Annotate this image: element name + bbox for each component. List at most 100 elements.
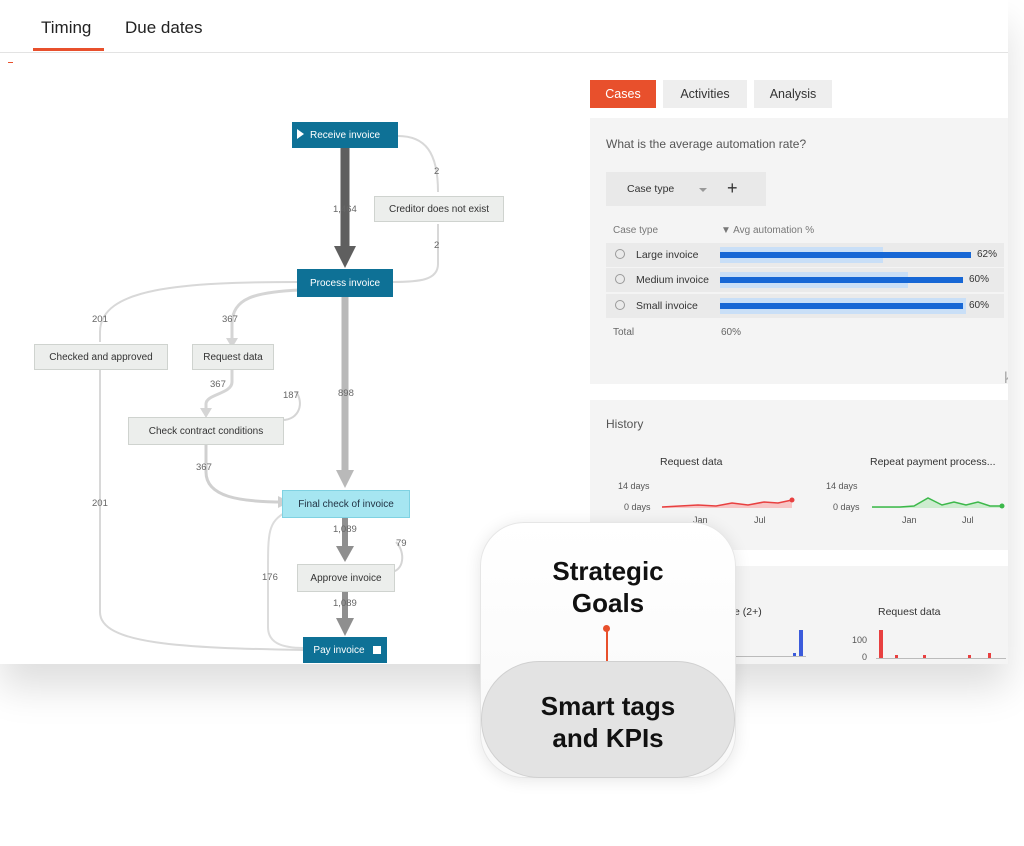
- column-header-case-type: Case type: [613, 225, 659, 236]
- arrowhead-icon: [226, 338, 238, 348]
- edge-receive-creditor: [397, 135, 439, 193]
- edge-label: 2: [434, 240, 440, 251]
- history-sparkline-repeat-payment: [872, 497, 1005, 509]
- total-label: Total: [613, 327, 635, 338]
- edge-label: 187: [283, 390, 299, 401]
- node-label: Checked and approved: [49, 351, 153, 363]
- row-value: 60%: [969, 274, 990, 285]
- node-final-check-of-invoice[interactable]: Final check of invoice: [282, 490, 410, 518]
- edge-label: 1,089: [333, 598, 357, 609]
- bar-mark: [879, 630, 883, 658]
- arrowhead-icon: [336, 470, 354, 488]
- edge-creditor-process: [391, 224, 439, 283]
- edge-contract-loop: [281, 391, 301, 421]
- top-tab-bar: Timing Due dates: [0, 0, 1008, 53]
- edge-request-contract: [204, 370, 234, 412]
- node-label: Final check of invoice: [298, 498, 394, 510]
- table-row[interactable]: Large invoice 62%: [606, 243, 1004, 267]
- axis-line: [876, 658, 1006, 659]
- node-request-data[interactable]: Request data: [192, 344, 274, 370]
- connector-line: [606, 626, 608, 673]
- node-label: Receive invoice: [309, 129, 381, 141]
- callout-bottom: Smart tags and KPIs: [481, 661, 735, 778]
- mini-chart-title: e (2+): [734, 606, 762, 618]
- edge-process-checked: [99, 281, 301, 342]
- x-tick-label: Jul: [962, 515, 974, 525]
- x-tick-label: Jul: [754, 515, 766, 525]
- magnifier-icon[interactable]: [615, 249, 625, 259]
- edge-process-request: [230, 288, 301, 342]
- node-label: Request data: [203, 351, 263, 363]
- edge-label: 898: [338, 388, 354, 399]
- node-label: Approve invoice: [310, 572, 382, 584]
- magnifier-icon[interactable]: [615, 274, 625, 284]
- question-text: What is the average automation rate?: [606, 137, 807, 151]
- node-receive-invoice[interactable]: Receive invoice: [292, 122, 398, 148]
- tab-due-dates[interactable]: Due dates: [125, 18, 203, 37]
- tab-timing[interactable]: Timing: [41, 18, 92, 37]
- node-label: Creditor does not exist: [388, 203, 490, 215]
- callout-top-line: Strategic: [552, 556, 664, 586]
- automation-bar: [720, 277, 963, 283]
- edge-label: 1,464: [333, 204, 357, 215]
- connector-dot: [603, 625, 610, 632]
- edge-checked-pay: [99, 370, 306, 651]
- y-tick-label: 14 days: [618, 481, 650, 491]
- edge-contract-final: [204, 444, 285, 504]
- arrowhead-icon: [334, 246, 356, 268]
- bar-mark: [799, 630, 803, 656]
- bar-mark: [923, 655, 926, 658]
- cutoff-glyph: k: [1004, 370, 1008, 387]
- plus-icon[interactable]: +: [727, 178, 738, 198]
- arrowhead-icon: [200, 408, 212, 418]
- magnifier-icon[interactable]: [615, 300, 625, 310]
- edge-label: 367: [222, 314, 238, 325]
- automation-bar: [720, 303, 963, 309]
- row-label: Small invoice: [636, 300, 698, 312]
- callout-top-text: Strategic Goals: [481, 555, 735, 619]
- node-label: Check contract conditions: [148, 425, 264, 437]
- node-check-contract-conditions[interactable]: Check contract conditions: [128, 417, 284, 445]
- table-row[interactable]: Small invoice 60%: [606, 294, 1004, 318]
- edge-label: 79: [396, 538, 407, 549]
- tab-analysis[interactable]: Analysis: [754, 80, 832, 108]
- process-map[interactable]: Receive invoice Creditor does not exist …: [0, 52, 580, 664]
- bar-mark: [895, 655, 898, 658]
- node-pay-invoice[interactable]: Pay invoice: [303, 637, 387, 663]
- tab-activities[interactable]: Activities: [663, 80, 747, 108]
- edge-label: 367: [210, 379, 226, 390]
- y-tick-label: 100: [852, 635, 868, 645]
- node-approve-invoice[interactable]: Approve invoice: [297, 564, 395, 592]
- axis-line: [734, 656, 806, 657]
- history-title: History: [606, 417, 644, 431]
- case-type-label: Case type: [627, 183, 675, 195]
- x-tick-label: Jan: [902, 515, 917, 525]
- chevron-down-icon: [699, 188, 707, 192]
- column-header-avg-automation[interactable]: ▼ Avg automation %: [721, 225, 815, 236]
- callout-bottom-line: Smart tags: [540, 691, 676, 721]
- edge-final-pay: [267, 511, 305, 649]
- node-process-invoice[interactable]: Process invoice: [297, 269, 393, 297]
- edge-label: 201: [92, 498, 108, 509]
- node-label: Pay invoice: [313, 644, 365, 656]
- row-value: 62%: [977, 249, 998, 260]
- node-checked-and-approved[interactable]: Checked and approved: [34, 344, 168, 370]
- y-tick-label: 0 days: [624, 502, 651, 512]
- arrowhead-icon: [336, 618, 354, 636]
- process-map-edges: [99, 135, 439, 651]
- edge-label: 367: [196, 462, 212, 473]
- table-row[interactable]: Medium invoice 60%: [606, 268, 1004, 292]
- tab-cases[interactable]: Cases: [590, 80, 656, 108]
- callout-top-line: Goals: [571, 588, 645, 618]
- callout-bottom-text: Smart tags and KPIs: [482, 690, 734, 754]
- callout-bottom-line: and KPIs: [552, 723, 664, 753]
- case-type-selector[interactable]: Case type +: [606, 172, 766, 206]
- node-creditor-does-not-exist[interactable]: Creditor does not exist: [374, 196, 504, 222]
- x-tick-label: Jan: [693, 515, 708, 525]
- edge-label: 2: [434, 166, 440, 177]
- history-sparkline-request-data: [661, 497, 795, 508]
- row-value: 60%: [969, 300, 990, 311]
- strategy-callout: Strategic Goals Smart tags and KPIs: [480, 522, 736, 778]
- edge-label: 176: [262, 572, 278, 583]
- stop-icon: [373, 646, 381, 654]
